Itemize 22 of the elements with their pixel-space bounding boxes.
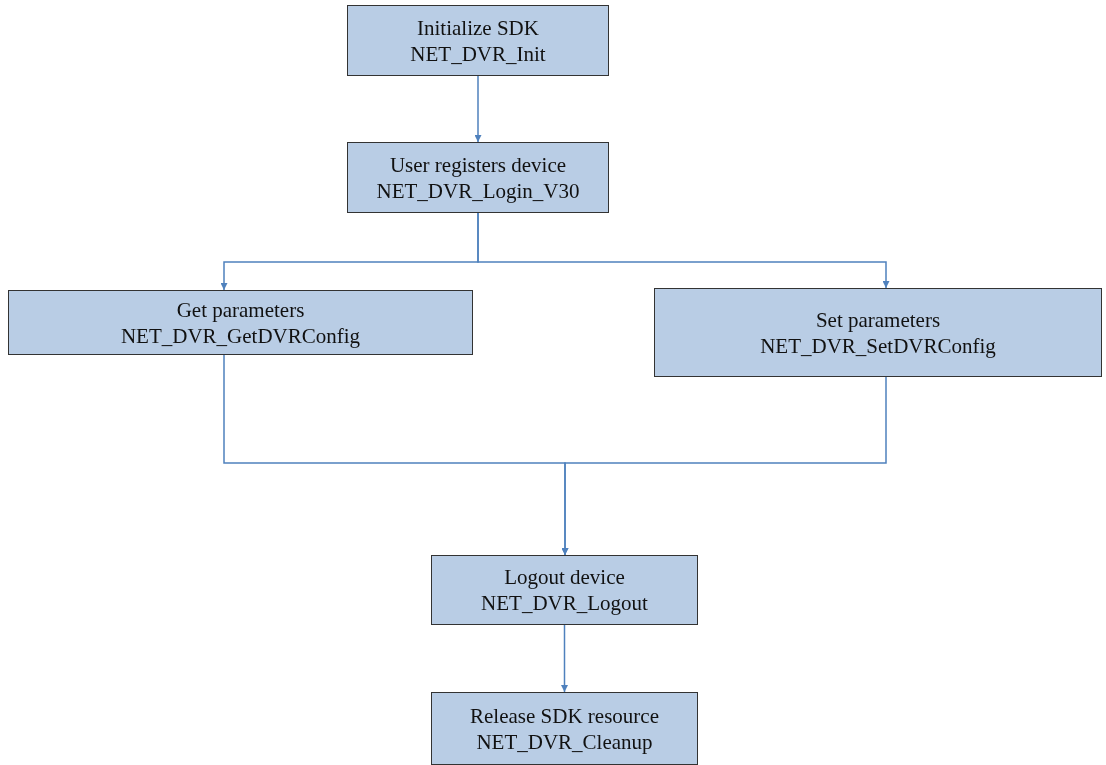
- process-box: [347, 5, 609, 76]
- arrow: [561, 376, 887, 556]
- function-name: NET_DVR_Login_V30: [376, 177, 580, 204]
- function-name: NET_DVR_Logout: [481, 590, 648, 616]
- function-name: NET_DVR_Init: [410, 40, 546, 67]
- step-title: User registers device: [389, 151, 567, 178]
- process-box: [431, 555, 698, 625]
- function-name: NET_DVR_GetDVRConfig: [120, 322, 361, 349]
- step-title: Get parameters: [176, 296, 305, 323]
- step-title: Release SDK resource: [470, 702, 659, 729]
- process-box: [8, 290, 473, 355]
- step-title: Set parameters: [815, 306, 941, 333]
- arrow: [474, 75, 482, 143]
- step-title: Logout device: [504, 564, 625, 590]
- function-name: NET_DVR_Cleanup: [476, 728, 653, 755]
- arrow: [477, 212, 890, 289]
- arrow: [561, 624, 568, 693]
- step-title: Initialize SDK: [417, 14, 539, 41]
- function-name: NET_DVR_SetDVRConfig: [760, 332, 996, 359]
- process-box: [347, 142, 609, 213]
- process-box: [654, 288, 1102, 377]
- process-box: [431, 692, 698, 765]
